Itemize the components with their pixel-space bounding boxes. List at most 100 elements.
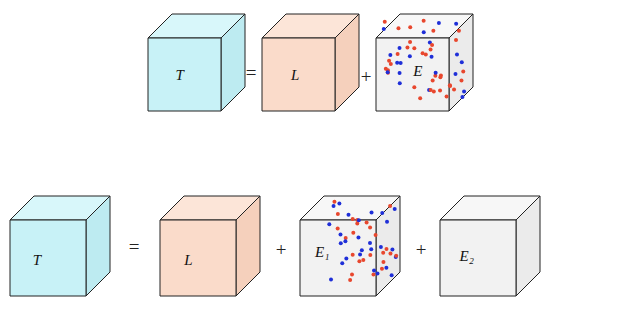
cube-front-face <box>440 220 516 296</box>
entry-dot <box>429 88 433 92</box>
entry-dot <box>430 43 434 47</box>
entry-dot <box>412 46 416 50</box>
entry-dot <box>380 267 384 271</box>
cube-node: T <box>10 196 110 296</box>
entry-dot <box>448 84 452 88</box>
cube-front-face <box>148 38 221 111</box>
cube-side-face <box>221 14 245 111</box>
entry-dot <box>460 60 464 64</box>
entry-dot <box>361 258 365 262</box>
entry-dot <box>430 55 434 59</box>
entry-dot <box>388 53 392 57</box>
cube-outline <box>160 196 260 296</box>
entry-dot <box>422 19 426 23</box>
entry-dot <box>348 278 352 282</box>
entry-dot <box>422 30 426 34</box>
entry-dot <box>368 241 372 245</box>
entry-dot <box>344 257 348 261</box>
entry-dot <box>418 96 422 100</box>
entry-dot <box>445 95 449 99</box>
sparse-entries <box>382 19 466 100</box>
entry-dot <box>412 85 416 89</box>
entry-dot <box>455 53 459 57</box>
operator-sign: + <box>361 67 372 86</box>
entry-dot <box>405 46 409 50</box>
entry-dot <box>459 78 463 82</box>
entry-dot <box>388 252 392 256</box>
entry-dot <box>408 25 412 29</box>
cube-outline <box>10 196 110 296</box>
cube-side-face <box>236 196 260 296</box>
entry-dot <box>351 217 355 221</box>
entry-dot <box>438 88 442 92</box>
entry-dot <box>381 260 385 264</box>
cube-node: L <box>160 196 260 296</box>
entry-dot <box>370 210 374 214</box>
entry-dot <box>434 71 438 75</box>
tensor-symbol: L <box>182 251 194 268</box>
entry-dot <box>386 70 390 74</box>
entry-dot <box>384 266 388 270</box>
cube-outline <box>440 196 540 296</box>
cube-node: L <box>262 14 359 111</box>
entry-dot <box>454 38 458 42</box>
entry-dot <box>457 29 461 33</box>
entry-dot <box>437 21 441 25</box>
cube-node: E <box>376 14 473 111</box>
entry-dot <box>360 248 364 252</box>
entry-dot <box>337 202 341 206</box>
cube-front-face <box>160 220 236 296</box>
entry-dot <box>381 251 385 255</box>
operator-sign: + <box>416 240 427 259</box>
tensor-symbol: E₁ <box>313 244 331 261</box>
entry-dot <box>396 52 400 56</box>
entry-dot <box>390 273 394 277</box>
entry-dot <box>357 259 361 263</box>
entry-dot <box>368 226 372 230</box>
cube-side-face <box>376 196 400 296</box>
entry-dot <box>332 204 336 208</box>
entry-dot <box>358 253 362 257</box>
entry-dot <box>374 233 378 237</box>
tensor-symbol: E₂ <box>458 248 476 265</box>
entry-dot <box>327 222 331 226</box>
cube-side-face <box>449 14 473 111</box>
cube-front-face <box>10 220 86 296</box>
entry-dot <box>356 235 360 239</box>
cube-side-face <box>86 196 110 296</box>
tensor-symbol: T <box>174 66 186 83</box>
entry-dot <box>329 277 333 281</box>
entry-dot <box>340 261 344 265</box>
entry-dot <box>453 72 457 76</box>
entry-dot <box>347 213 351 217</box>
cube-node: T <box>148 14 245 111</box>
entry-dot <box>388 204 392 208</box>
entry-dot <box>379 245 383 249</box>
entry-dot <box>351 253 355 257</box>
entry-dot <box>375 271 379 275</box>
entry-dot <box>431 79 435 83</box>
entry-dot <box>396 26 400 30</box>
tensor-symbol: T <box>31 251 43 268</box>
entry-dot <box>424 52 428 56</box>
entry-dot <box>462 90 466 94</box>
entry-dot <box>351 231 355 235</box>
cube-front-face <box>300 220 376 296</box>
entry-dot <box>393 207 397 211</box>
entry-dot <box>460 95 464 99</box>
cube-node: E₁ <box>300 196 400 296</box>
entry-dot <box>369 247 373 251</box>
entry-dot <box>343 239 347 243</box>
entry-dot <box>454 22 458 26</box>
entry-dot <box>385 220 389 224</box>
entry-dot <box>338 232 342 236</box>
cube-outline <box>262 14 359 111</box>
entry-dot <box>387 59 391 63</box>
entry-dot <box>332 200 336 204</box>
entry-dot <box>339 241 343 245</box>
entry-dot <box>408 54 412 58</box>
entry-dot <box>365 221 369 225</box>
entry-dot <box>357 218 361 222</box>
operator-sign: = <box>246 63 257 82</box>
